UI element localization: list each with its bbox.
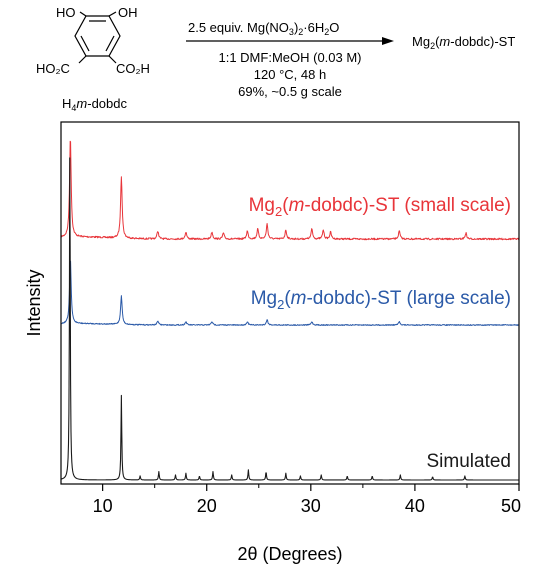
condition-temperature: 120 °C, 48 h xyxy=(254,67,326,82)
condition-yield: 69%, ~0.5 g scale xyxy=(238,84,342,99)
benzene-ring-structure xyxy=(74,11,121,64)
pxrd-chart: Mg2(m-dobdc)-ST (small scale) Mg2(m-dobdc… xyxy=(24,121,521,564)
series-line-small xyxy=(60,140,520,241)
series-line-sim xyxy=(60,157,520,481)
reaction-arrow xyxy=(186,37,394,45)
acid-group-left: HO₂C xyxy=(36,61,70,76)
reagent-label: 2.5 equiv. Mg(NO3)2·6H2O xyxy=(188,20,339,37)
oh-group-right: OH xyxy=(118,5,138,20)
x-axis-ticks: 10 20 30 40 50 xyxy=(93,484,521,516)
series-label-small: Mg2(m-dobdc)-ST (small scale) xyxy=(249,195,511,219)
series-label-sim: Simulated xyxy=(427,451,512,472)
x-tick-label-10: 10 xyxy=(93,496,113,516)
acid-group-right: CO₂H xyxy=(116,61,150,76)
series-layer xyxy=(60,140,520,481)
series-label-large: Mg2(m-dobdc)-ST (large scale) xyxy=(251,288,511,312)
product-label: Mg2(m-dobdc)-ST xyxy=(412,34,515,51)
reactant-label: H4m-dobdc xyxy=(62,96,127,113)
x-tick-label-40: 40 xyxy=(405,496,425,516)
x-tick-label-20: 20 xyxy=(197,496,217,516)
plot-frame xyxy=(60,121,520,485)
x-tick-label-30: 30 xyxy=(301,496,321,516)
reaction-scheme: HO OH HO₂C CO₂H H4m-dobdc 2.5 equiv. Mg(… xyxy=(36,5,515,113)
condition-solvent: 1:1 DMF:MeOH (0.03 M) xyxy=(218,50,361,65)
x-axis-label: 2θ (Degrees) xyxy=(237,544,342,564)
x-tick-label-50: 50 xyxy=(501,496,521,516)
oh-group-left: HO xyxy=(56,5,76,20)
series-labels: Mg2(m-dobdc)-ST (small scale) Mg2(m-dobdc… xyxy=(249,195,511,472)
series-line-large xyxy=(60,260,520,326)
y-axis-label: Intensity xyxy=(24,269,44,336)
